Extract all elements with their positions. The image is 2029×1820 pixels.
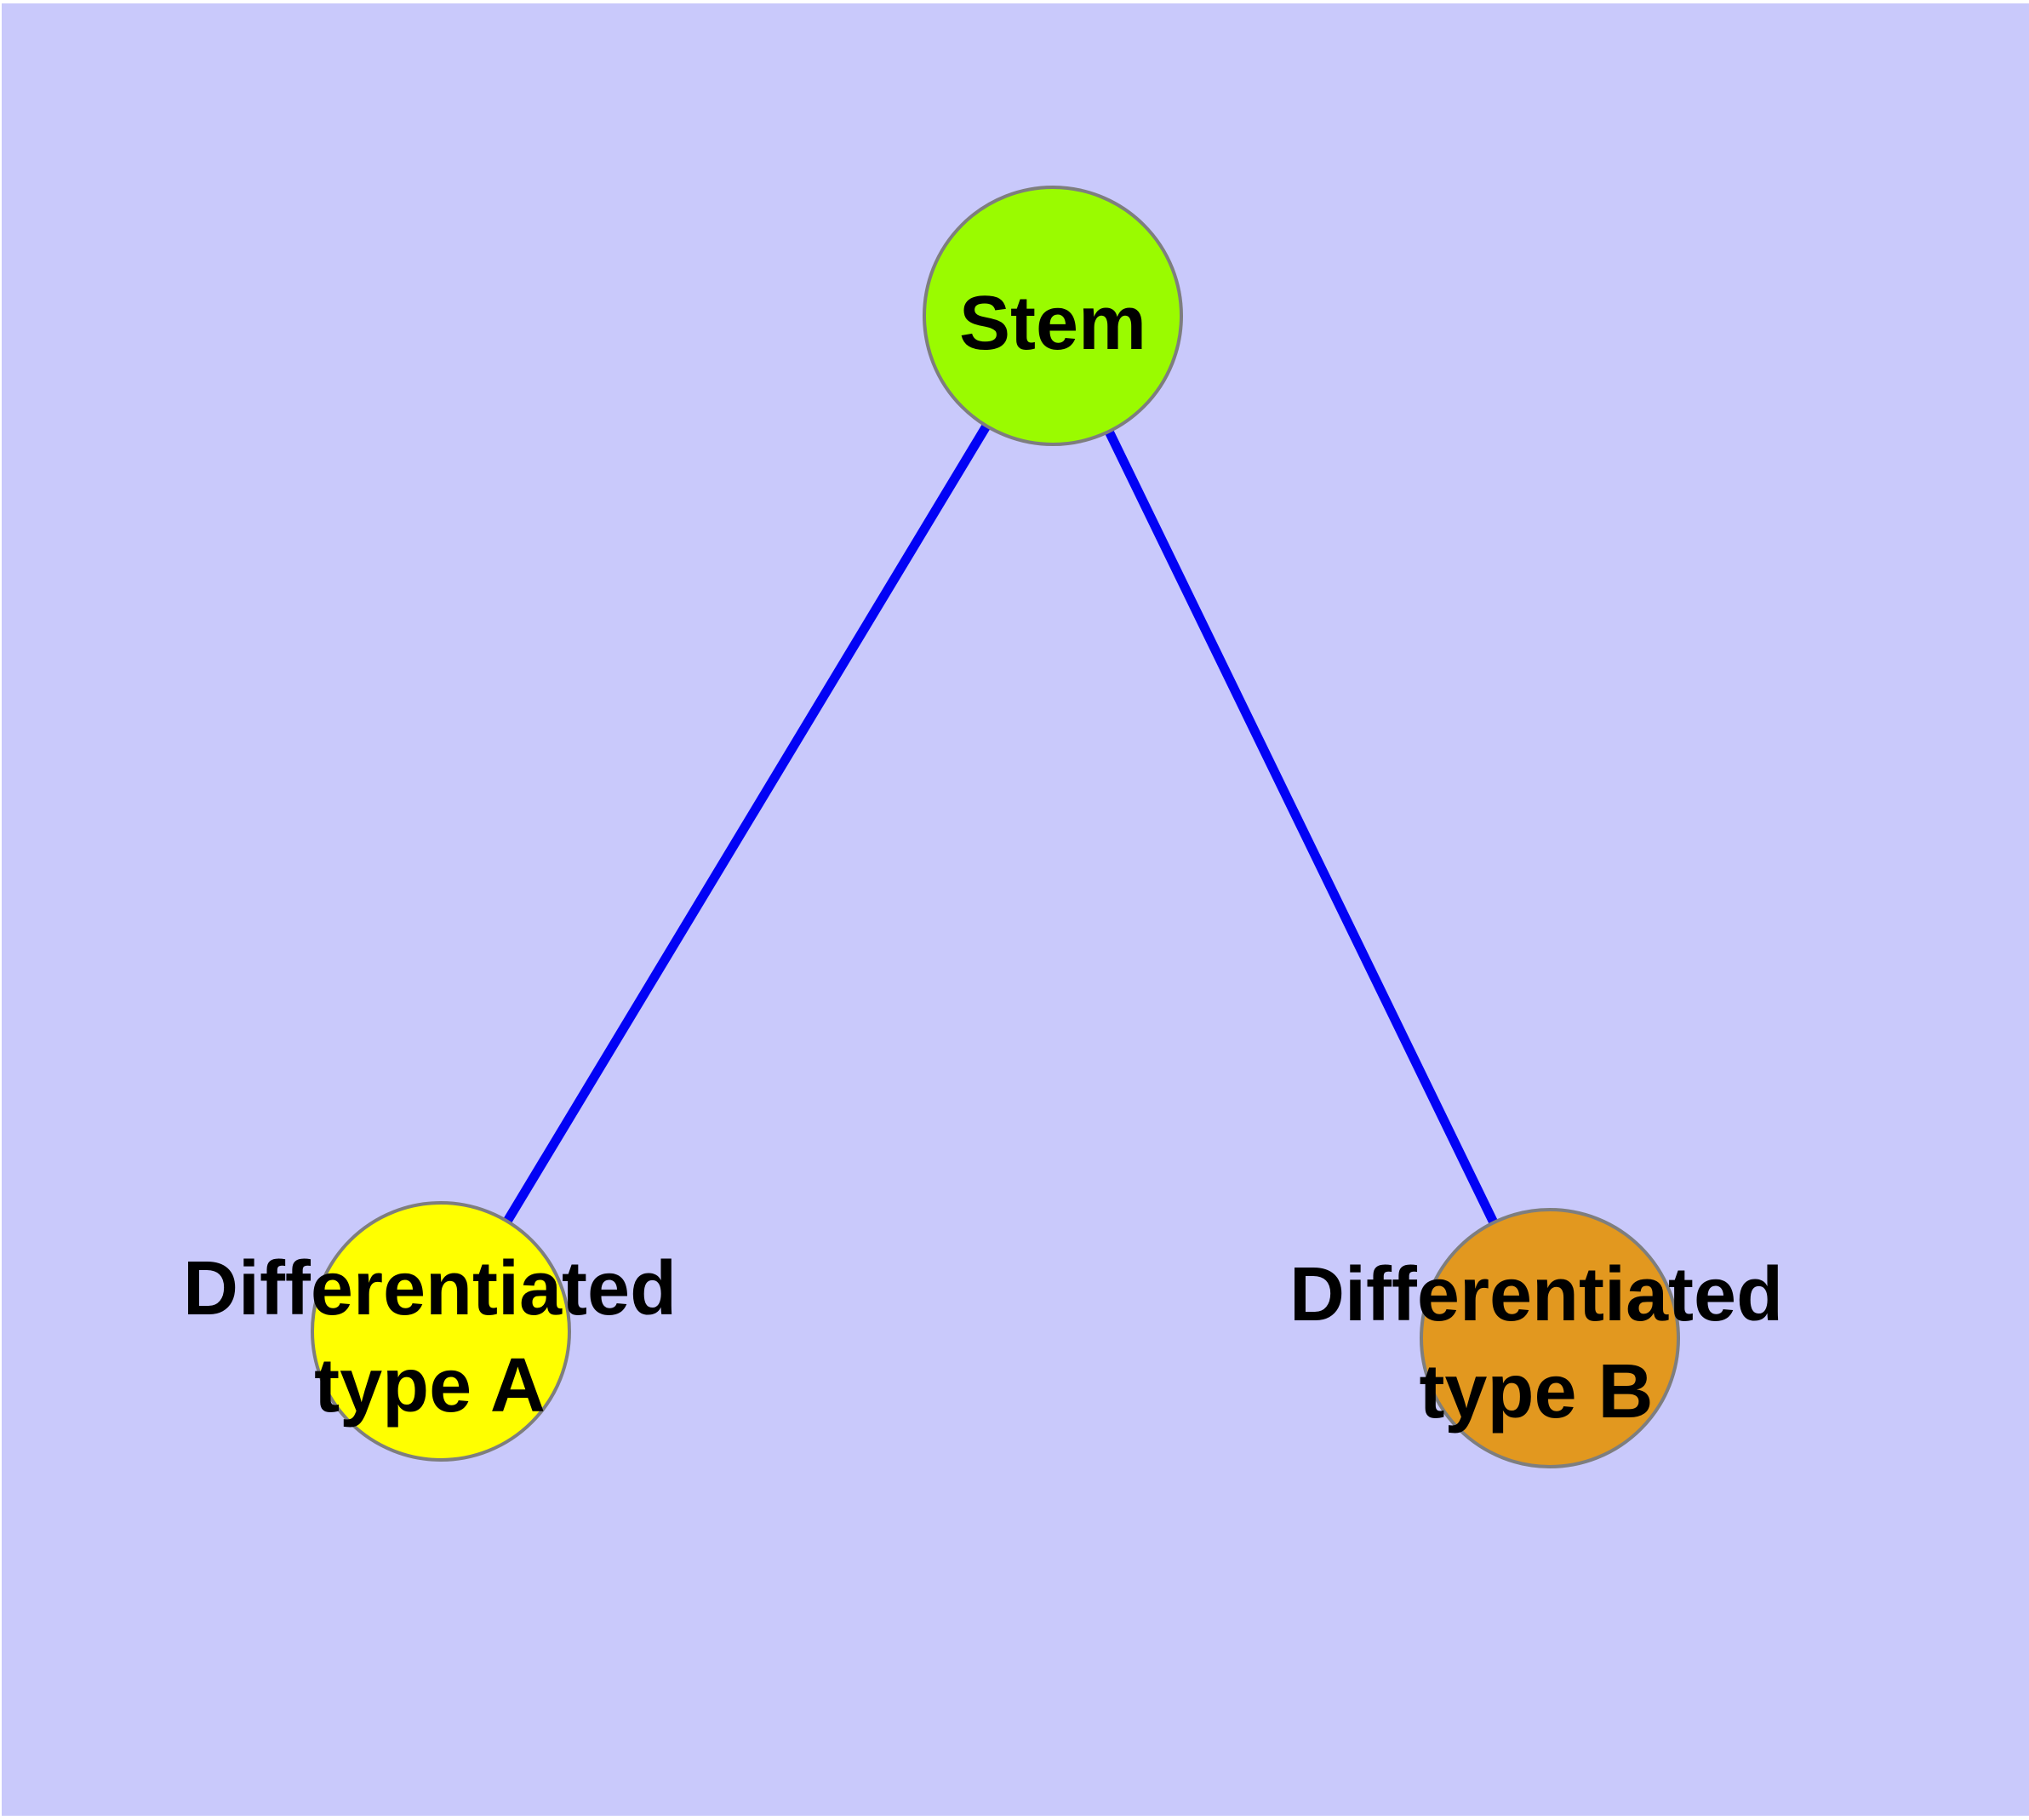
- node-type-a-circle: [311, 1201, 571, 1462]
- node-stem-circle: [923, 186, 1183, 446]
- edge-stem-to-type-a: [437, 313, 1057, 1334]
- node-type-b-circle: [1420, 1208, 1680, 1468]
- edge-stem-to-type-b: [1049, 313, 1554, 1341]
- node-type-b-label: Differentiated type B: [1289, 1252, 1784, 1434]
- node-stem-label: Stem: [958, 281, 1147, 366]
- node-type-a-label: Differentiated type A: [182, 1246, 677, 1428]
